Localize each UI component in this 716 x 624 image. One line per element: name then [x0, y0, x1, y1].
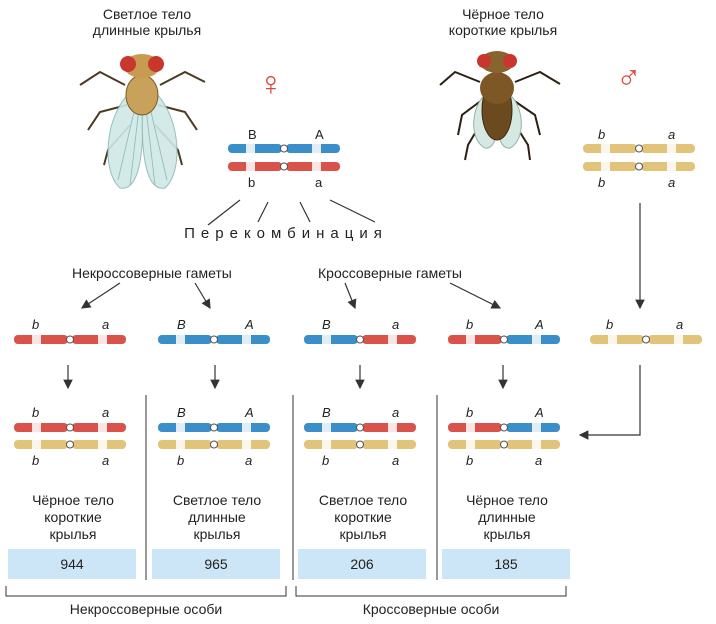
male-allele-bottom-right: a: [668, 175, 676, 190]
recombination-label: Перекомбинация: [184, 225, 388, 242]
bottom-brackets: [5, 586, 567, 597]
gamete-chromosomes: [14, 335, 702, 344]
gamete-arrows: [80, 203, 645, 310]
offspring-2-line2: длинные: [188, 509, 246, 525]
female-chromosomes: [228, 144, 340, 171]
offspring-1-line1: Чёрное тело: [32, 492, 114, 508]
offspring-4-top-right: A: [535, 405, 544, 420]
male-fly-image: [439, 51, 561, 161]
female-fly-image: [79, 54, 206, 189]
offspring-3-description: Светлое тело короткие крылья: [298, 492, 428, 543]
female-allele-top-right: A: [315, 127, 324, 142]
noncrossover-individuals-label: Некроссоверные особи: [69, 601, 223, 617]
offspring-2-line1: Светлое тело: [172, 492, 262, 508]
offspring-1-count: 944: [8, 549, 136, 579]
offspring-4-line2: длинные: [478, 509, 536, 525]
column-dividers: [145, 395, 438, 580]
gamete-1-allele-left: b: [32, 317, 40, 332]
offspring-1-bottom-left: b: [32, 453, 40, 468]
offspring-1-bottom-right: a: [102, 453, 110, 468]
female-phenotype-title: Светлое тело длинные крылья: [72, 6, 222, 38]
male-gamete-allele-left: b: [606, 317, 614, 332]
offspring-3-bottom-left: b: [322, 453, 330, 468]
offspring-3-bottom-right: a: [392, 453, 400, 468]
male-gamete-allele-right: a: [676, 317, 684, 332]
offspring-3-line3: крылья: [339, 526, 387, 542]
offspring-4-bottom-left: b: [466, 453, 474, 468]
offspring-1-line3: крылья: [49, 526, 97, 542]
female-allele-top-left: B: [248, 127, 257, 142]
offspring-4-bottom-right: a: [535, 453, 543, 468]
offspring-2-line3: крылья: [193, 526, 241, 542]
offspring-3-line1: Светлое тело: [318, 492, 408, 508]
offspring-arrows: [63, 365, 641, 440]
gamete-3-allele-left: B: [322, 317, 331, 332]
crossover-individuals-label: Кроссоверные особи: [362, 601, 500, 617]
female-allele-bottom-right: a: [315, 175, 323, 190]
offspring-3-top-left: B: [322, 405, 331, 420]
offspring-4-line1: Чёрное тело: [466, 492, 548, 508]
male-chromosomes: [583, 144, 695, 171]
offspring-3-count: 206: [298, 549, 426, 579]
gamete-1-allele-right: a: [102, 317, 110, 332]
offspring-4-line3: крылья: [483, 526, 531, 542]
offspring-2-count: 965: [152, 549, 280, 579]
offspring-1-top-right: a: [102, 405, 110, 420]
female-allele-bottom-left: b: [248, 175, 256, 190]
offspring-2-bottom-left: b: [177, 453, 185, 468]
offspring-3-line2: короткие: [334, 509, 392, 525]
female-symbol-icon: ♀: [258, 65, 284, 103]
noncrossover-gametes-label: Некроссоверные гаметы: [72, 265, 232, 281]
female-title-line2: длинные крылья: [92, 22, 202, 38]
offspring-1-line2: короткие: [44, 509, 102, 525]
male-allele-bottom-left: b: [598, 175, 606, 190]
gamete-2-allele-right: A: [245, 317, 254, 332]
gamete-3-allele-right: a: [392, 317, 400, 332]
offspring-3-top-right: a: [392, 405, 400, 420]
offspring-1-top-left: b: [32, 405, 40, 420]
crossover-gametes-label: Кроссоверные гаметы: [318, 265, 462, 281]
offspring-2-bottom-right: a: [245, 453, 253, 468]
female-title-line1: Светлое тело: [102, 6, 192, 22]
offspring-4-description: Чёрное тело длинные крылья: [442, 492, 572, 543]
gamete-4-allele-left: b: [466, 317, 474, 332]
offspring-1-description: Чёрное тело короткие крылья: [8, 492, 138, 543]
male-symbol-icon: ♂: [616, 59, 642, 97]
gamete-4-allele-right: A: [535, 317, 544, 332]
offspring-2-top-right: A: [245, 405, 254, 420]
offspring-chromosomes: [14, 423, 560, 449]
offspring-4-top-left: b: [466, 405, 474, 420]
offspring-4-count: 185: [442, 549, 570, 579]
offspring-2-top-left: B: [177, 405, 186, 420]
male-allele-top-left: b: [598, 127, 606, 142]
male-title-line1: Чёрное тело: [462, 6, 544, 22]
male-allele-top-right: a: [668, 127, 676, 142]
offspring-2-description: Светлое тело длинные крылья: [152, 492, 282, 543]
gamete-2-allele-left: B: [177, 317, 186, 332]
male-phenotype-title: Чёрное тело короткие крылья: [428, 6, 578, 38]
recombination-lines: [207, 199, 376, 226]
male-title-line2: короткие крылья: [448, 22, 558, 38]
